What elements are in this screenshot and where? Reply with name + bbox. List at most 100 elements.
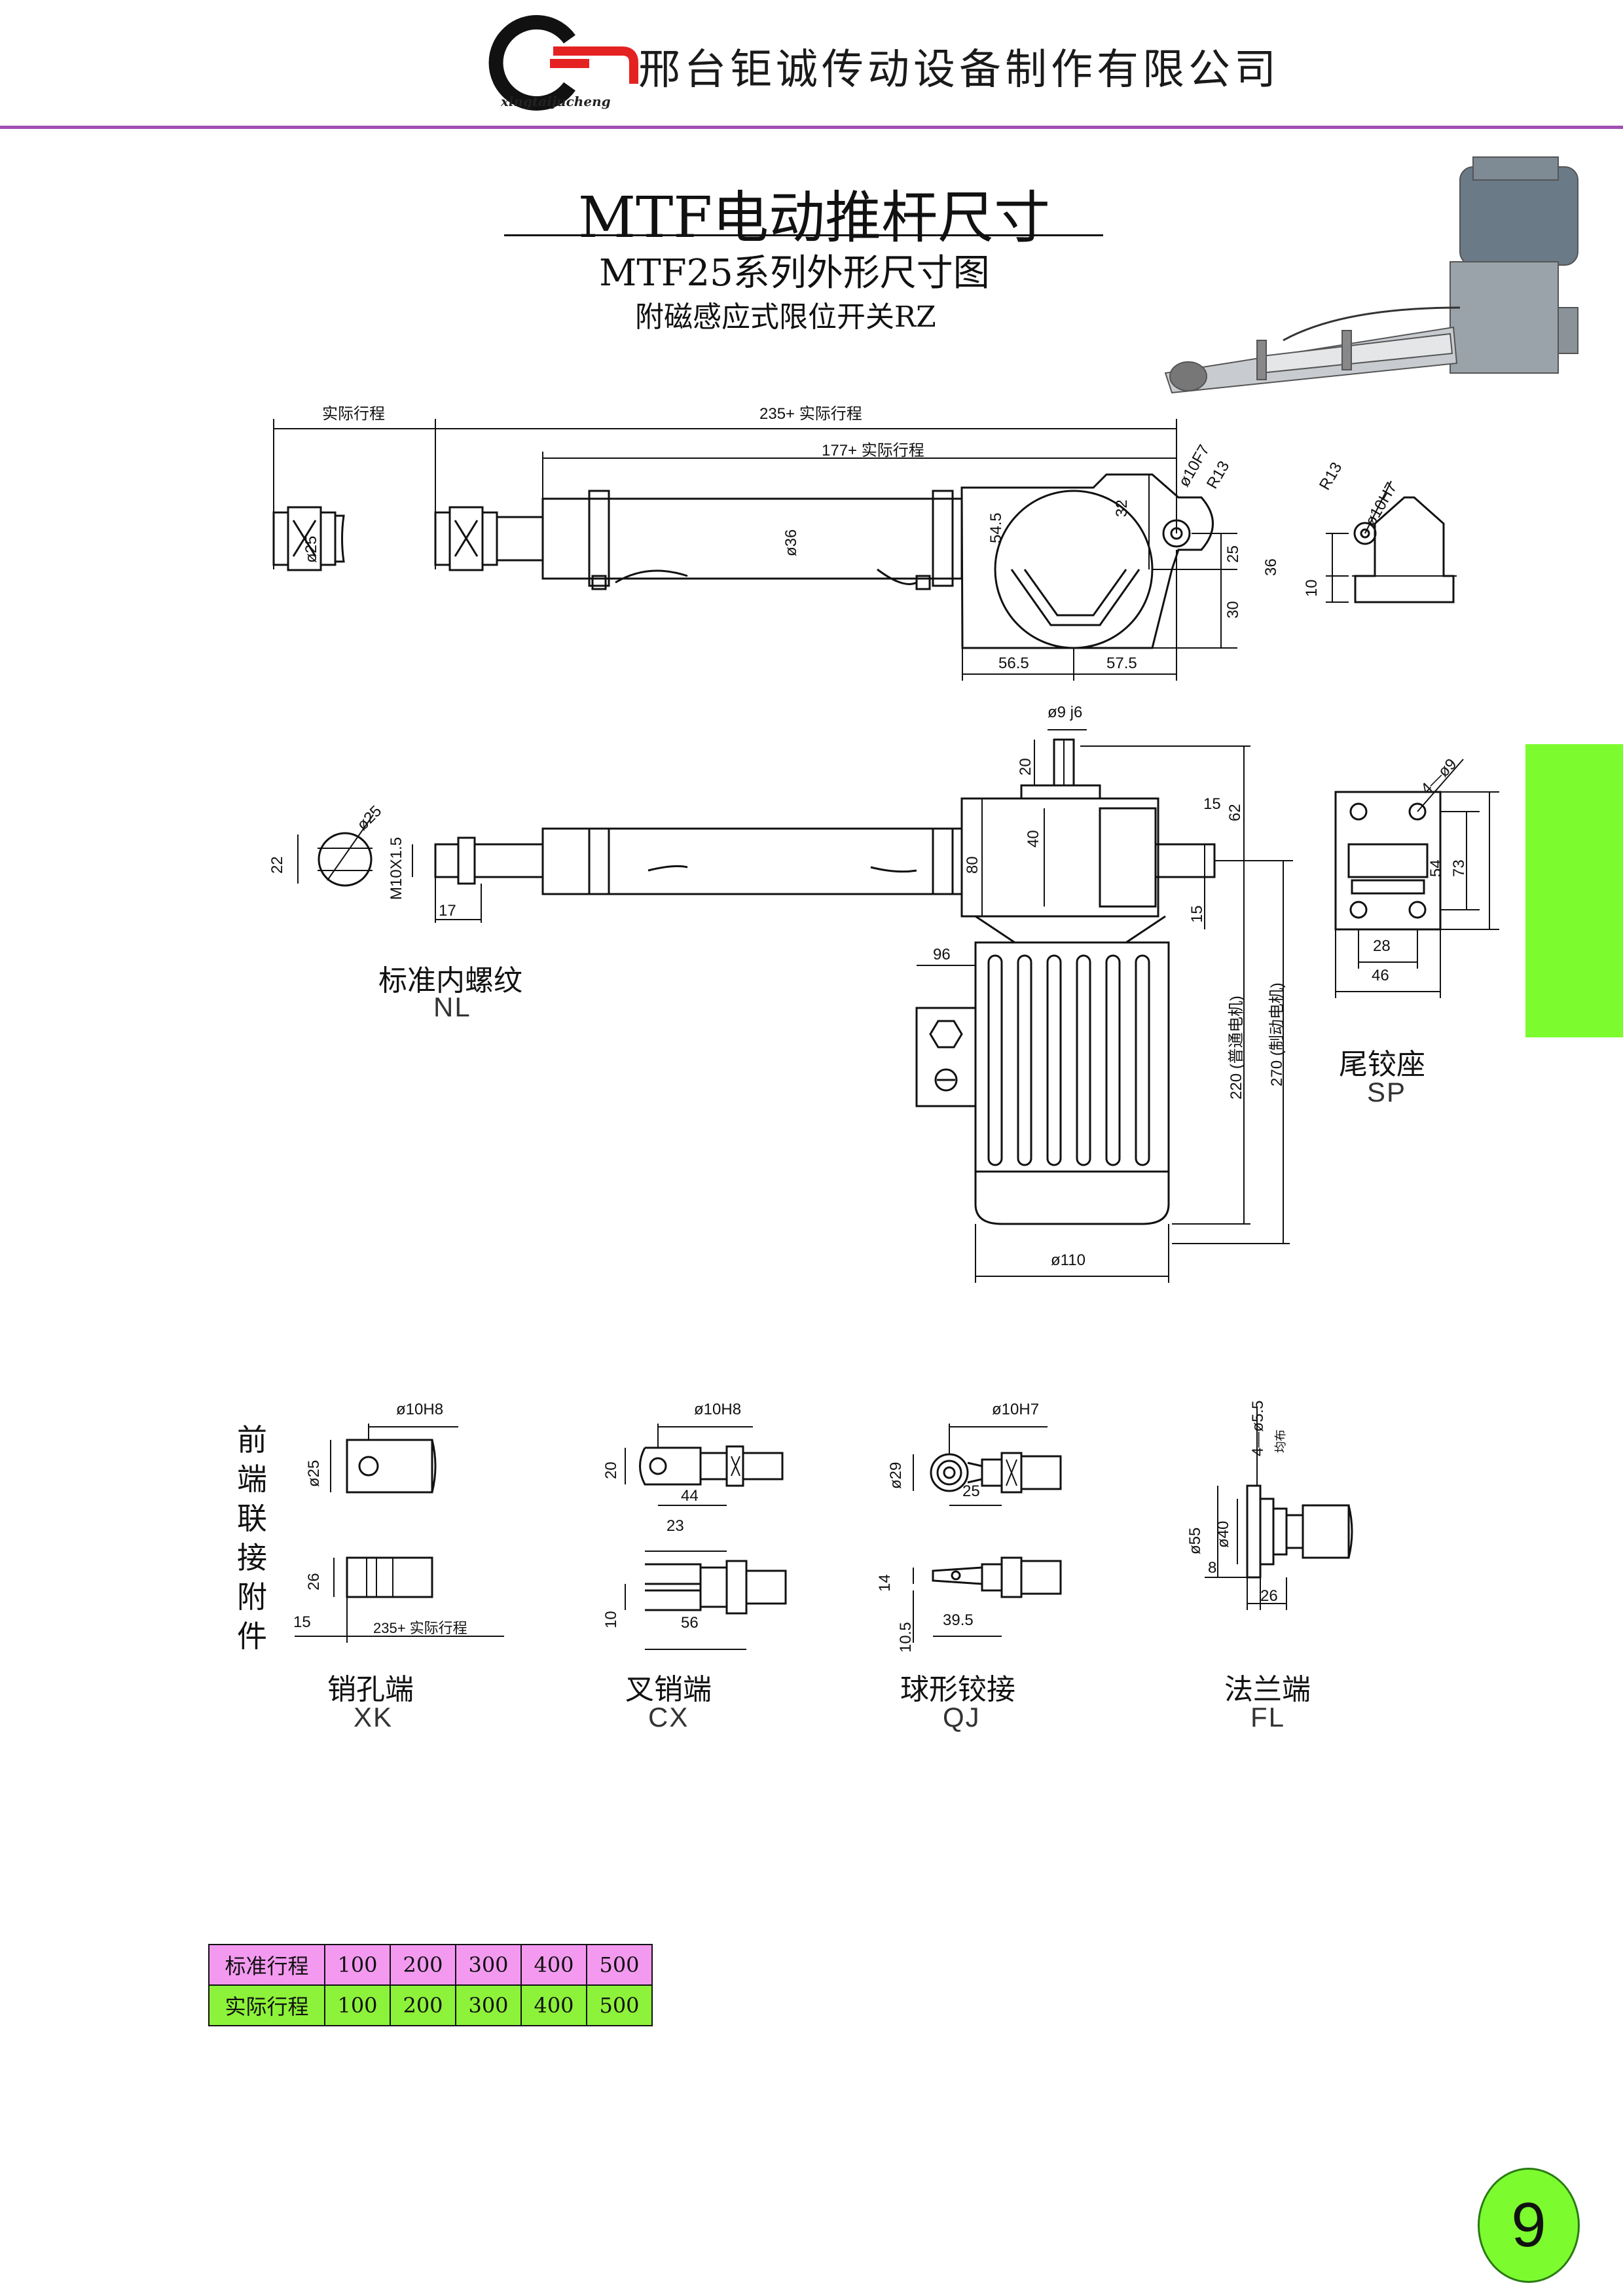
dim-fl-holes: 4—ø5.5 [1249,1400,1267,1456]
table-cell: 300 [455,1984,522,2026]
xk-label: 销孔端 [327,1673,414,1706]
table-cell: 400 [520,1944,587,1986]
qj-code: QJ [943,1702,981,1732]
dim-17: 17 [439,902,456,920]
dim-cx-23: 23 [666,1517,684,1535]
table-cell-label: 标准行程 [208,1944,325,1986]
dim-xk-26: 26 [305,1573,323,1590]
dim-qj-14: 14 [876,1574,894,1592]
table-cell: 500 [586,1984,653,2026]
dim-54-5: 54.5 [987,512,1005,543]
cx-code: CX [648,1702,689,1732]
table-cell-label: 实际行程 [208,1984,325,2026]
dim-15-top-a: 15 [1203,795,1221,813]
dim-qj-10-5: 10.5 [897,1622,915,1653]
dim-28: 28 [1373,937,1391,955]
title-underline [504,234,1103,236]
dim-fl-d40: ø40 [1214,1520,1232,1548]
company-name: 邢台钜诚传动设备制作有限公司 [638,46,1280,94]
top-view-drawing [297,729,1293,1283]
dim-57-5: 57.5 [1106,655,1137,672]
sp-label: 尾铰座 [1339,1048,1425,1081]
front-attachments-label: 前 端 联 接 附 件 [232,1420,272,1656]
dim-10-tail: 10 [1303,579,1321,597]
dim-fl-8: 8 [1208,1559,1217,1577]
product-photo [1164,156,1578,394]
dim-220: 220 (普通电机) [1228,996,1245,1100]
dim-xk-15: 15 [293,1613,311,1631]
table-cell: 400 [520,1984,587,2026]
dim-36-tail: 36 [1262,558,1280,576]
page-title: MTF电动推杆尺寸 [578,185,1051,251]
xk-code: XK [354,1702,393,1732]
table-row: 标准行程 100 200 300 400 500 [208,1944,653,1986]
dim-d9j6: ø9 j6 [1048,704,1083,721]
dim-15-top-b: 15 [1188,905,1206,923]
cx-label: 叉销端 [625,1673,712,1706]
option-title: 附磁感应式限位开关RZ [635,300,936,334]
dim-32: 32 [1113,499,1131,517]
dim-actual-stroke: 实际行程 [322,405,385,423]
dim-177: 177+ 实际行程 [822,442,924,459]
table-cell: 100 [324,1944,391,1986]
dim-m10: M10X1.5 [388,836,405,900]
logo-text: xingtaijucheng [501,94,611,109]
dim-235: 235+ 实际行程 [759,405,862,423]
dim-73: 73 [1450,859,1468,877]
header-divider [0,126,1623,129]
dim-fl-d55: ø55 [1186,1527,1204,1554]
dim-270: 270 (制动电机) [1268,982,1286,1086]
section-tab [1525,744,1623,1037]
dim-46: 46 [1372,967,1389,984]
table-row: 实际行程 100 200 300 400 500 [208,1984,653,2026]
table-cell: 500 [586,1944,653,1986]
dim-d36: ø36 [782,529,800,556]
stroke-table: 标准行程 100 200 300 400 500 实际行程 100 200 30… [208,1944,653,2026]
front-attachments-char: 前 [237,1422,267,1458]
dim-30-side: 30 [1224,601,1242,619]
dim-cx-44: 44 [681,1487,699,1505]
table-cell: 300 [455,1944,522,1986]
dim-cx-20: 20 [602,1462,620,1479]
dim-d110: ø110 [1051,1251,1085,1269]
table-cell: 200 [390,1944,456,1986]
dim-40-top: 40 [1025,830,1042,848]
dim-54: 54 [1427,859,1445,877]
attachment-xk-drawing [295,1424,504,1643]
dim-62: 62 [1226,804,1244,821]
company-logo [488,15,638,111]
dim-25-side: 25 [1224,545,1242,563]
table-cell: 200 [390,1984,456,2026]
table-cell: 100 [324,1984,391,2026]
dim-qj-25: 25 [962,1482,980,1500]
dim-fl-holes-note: 均布 [1274,1429,1287,1453]
front-attachments-char: 联 [237,1501,267,1536]
nl-label: 标准内螺纹 [378,964,522,997]
attachment-cx-drawing [625,1424,787,1650]
front-attachments-char: 件 [237,1619,267,1654]
dim-22: 22 [268,856,286,874]
dim-xk-235: 235+ 实际行程 [373,1620,467,1636]
qj-label: 球形铰接 [900,1673,1015,1706]
fl-code: FL [1250,1702,1286,1732]
dim-qj-39-5: 39.5 [943,1611,974,1629]
dim-d25-side: ø25 [302,535,320,563]
fl-label: 法兰端 [1224,1673,1311,1706]
dim-qj-d10h7: ø10H7 [992,1401,1040,1418]
dim-cx-56: 56 [681,1614,699,1632]
attachment-fl-drawing [1205,1407,1353,1610]
dim-cx-d10h8: ø10H8 [694,1401,742,1418]
dim-qj-d29: ø29 [887,1462,905,1489]
dim-20-top: 20 [1017,758,1034,776]
sp-code: SP [1367,1077,1407,1107]
dim-56-5: 56.5 [998,655,1029,672]
front-attachments-char: 端 [237,1462,267,1497]
side-view-drawing [272,419,1237,681]
dim-80-top: 80 [964,856,981,874]
dim-xk-d25: ø25 [305,1460,323,1487]
dim-cx-10: 10 [602,1611,620,1628]
front-attachments-char: 附 [237,1579,267,1615]
series-title: MTF25系列外形尺寸图 [599,252,990,295]
